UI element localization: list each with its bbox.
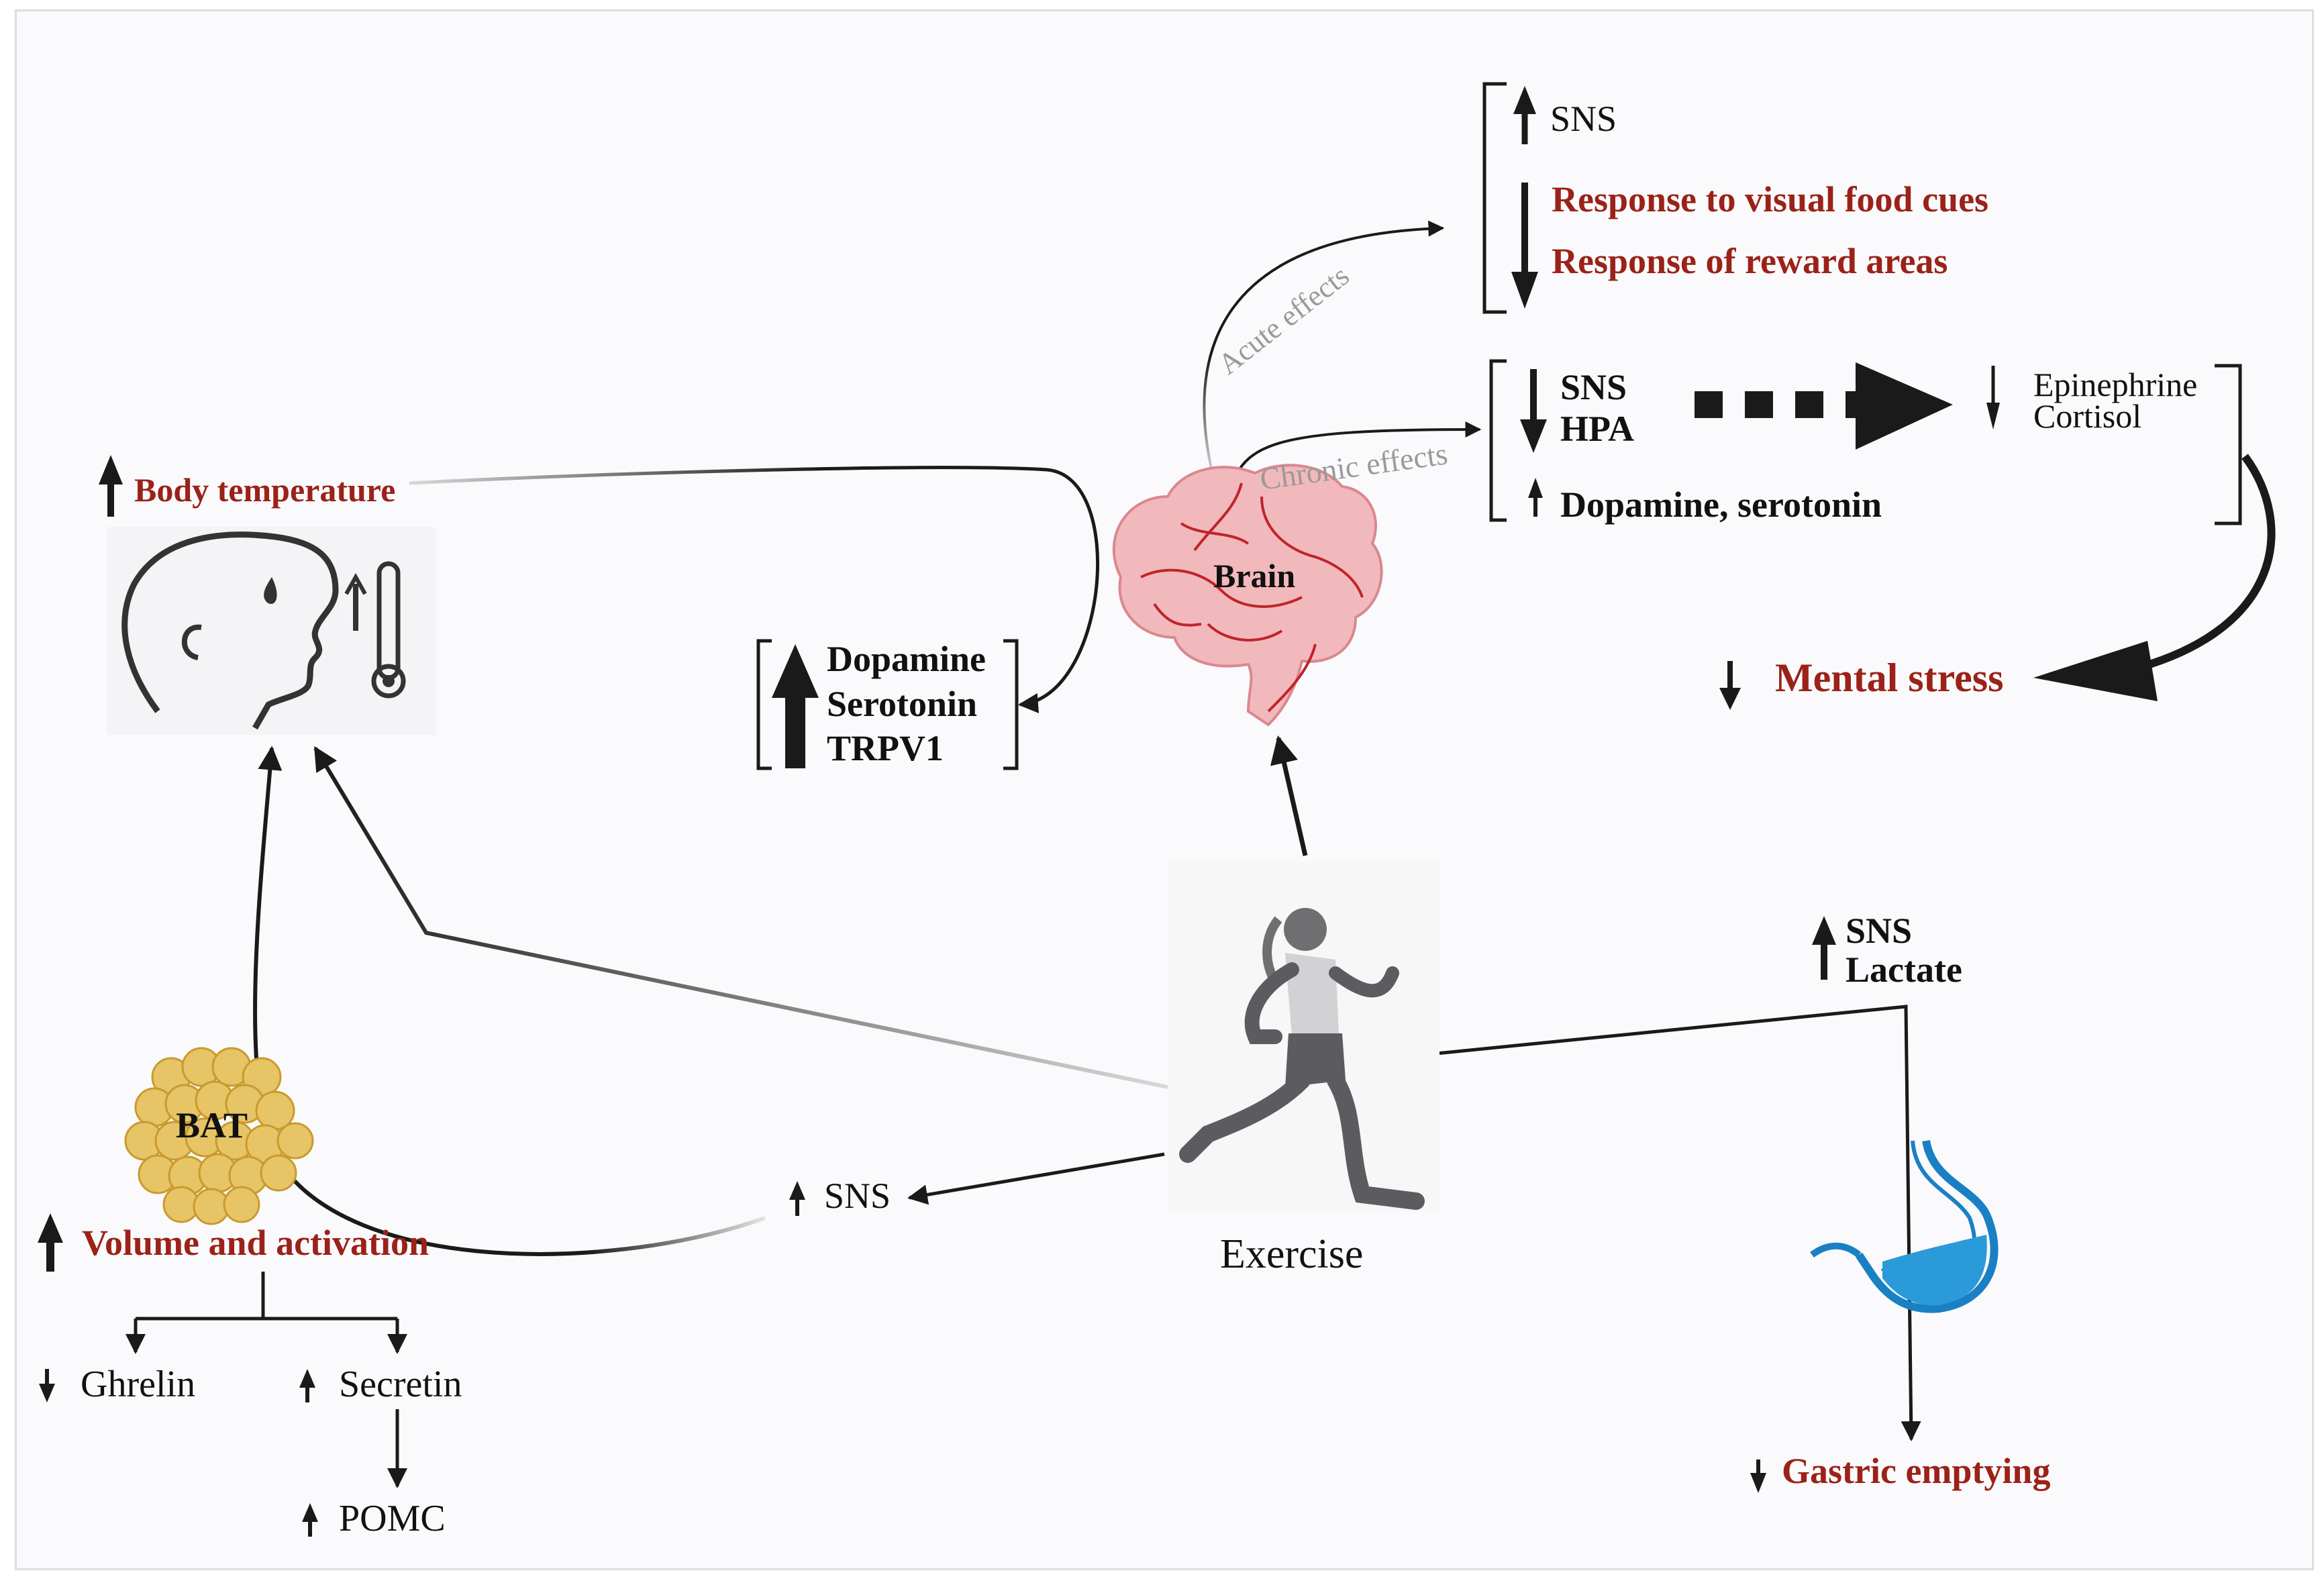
acute-effects-label: Acute effects [1212,259,1355,381]
exercise-label: Exercise [1220,1231,1364,1277]
down-arrow-sns-hpa [1520,369,1547,453]
arrow-exercise-to-sns [907,1152,1165,1205]
stomach-icon [1810,1139,1999,1313]
hormone-epinephrine: Epinephrine [2033,366,2198,403]
arrow-exercise-to-brain [1270,735,1308,856]
bracket-neuro-right [1003,639,1019,770]
up-arrow-secretin [299,1369,315,1402]
brain-label: Brain [1213,557,1296,595]
up-arrow-pomc [302,1503,318,1537]
neuro-dopamine: Dopamine [827,639,987,679]
chronic-effects-label: Chronic effects [1258,436,1450,497]
fat-cells-icon [124,1047,314,1225]
acute-sns: SNS [1550,99,1617,139]
pomc-label: POMC [339,1498,446,1539]
dashed-arrow-to-hormones [1695,362,1953,450]
brain-icon [1112,464,1383,727]
bracket-acute-left [1482,82,1507,314]
bracket-neuro-left [756,639,772,770]
head-thermometer-icon [107,527,436,735]
neuro-trpv1: TRPV1 [827,728,944,768]
ghrelin-label: Ghrelin [81,1364,196,1405]
sns-mid-label: SNS [824,1176,891,1216]
bracket-chronic-left [1489,359,1507,522]
down-arrow-hormones [1986,366,2000,429]
arrow-exercise-to-gastric [1402,1005,1921,1441]
down-arrow-mental-stress [1719,661,1741,710]
gut-sns: SNS [1846,911,1913,951]
up-arrow-sns-mid [789,1181,805,1216]
chronic-dopamine-serotonin: Dopamine, serotonin [1560,484,1882,525]
runner-icon [1168,862,1439,1211]
arrow-temp-to-neuro [409,466,1100,713]
arrow-bat-to-temp [253,746,766,1256]
arrowhead-mental-stress [2033,641,2158,701]
acute-food-cues: Response to visual food cues [1552,179,1989,219]
chronic-hpa: HPA [1560,409,1634,449]
body-temperature-label: Body temperature [134,471,396,509]
bat-branch-tree [125,1272,407,1488]
up-arrow-body-temp [99,455,123,517]
bat-volume-activation: Volume and activation [82,1223,430,1263]
up-arrow-sns-lactate [1812,916,1836,980]
up-arrow-dopamine-chronic [1528,478,1543,517]
up-arrow-volume [38,1213,63,1272]
up-arrow-neuro [772,644,819,768]
neuro-serotonin: Serotonin [827,684,978,724]
mental-stress-label: Mental stress [1775,656,2004,700]
bat-label: BAT [176,1105,248,1145]
bracket-chronic-right [2215,364,2242,525]
arrow-acute-effects [1203,220,1445,484]
arrow-exercise-to-temp [313,746,1168,1089]
arrow-hormones-to-stress [2092,454,2276,682]
down-arrow-ghrelin [39,1369,55,1402]
down-arrow-gastric [1750,1460,1766,1493]
hormone-cortisol: Cortisol [2033,397,2142,435]
chronic-sns: SNS [1560,367,1627,407]
acute-reward-areas: Response of reward areas [1552,241,1948,281]
up-arrow-sns-acute [1513,86,1536,144]
secretin-label: Secretin [339,1364,462,1405]
gut-lactate: Lactate [1846,950,1962,990]
gastric-emptying-label: Gastric emptying [1782,1451,2051,1491]
down-arrow-food-cues [1511,183,1538,309]
